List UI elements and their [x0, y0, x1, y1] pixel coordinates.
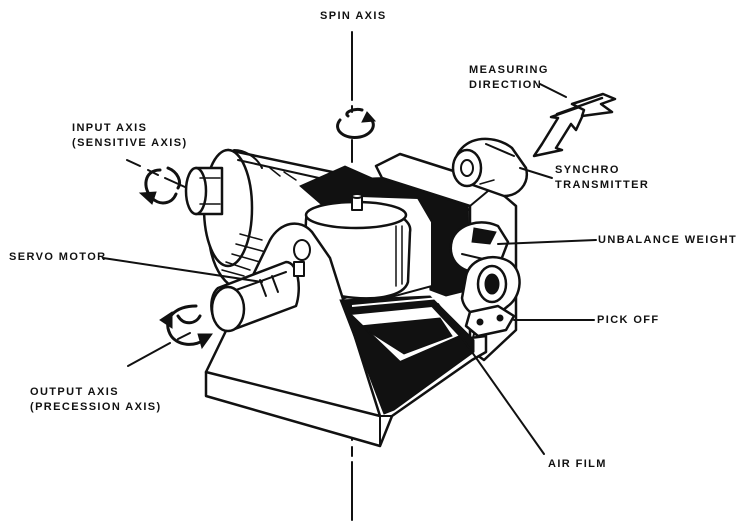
input-rotation-arrow-icon: [138, 166, 182, 205]
air-film-label: AIR FILM: [548, 458, 607, 470]
unbalance-weight-label: UNBALANCE WEIGHT: [598, 234, 738, 246]
synchro-transmitter-label-line1: SYNCHRO: [555, 164, 620, 176]
output-axis-label-line1: OUTPUT AXIS: [30, 386, 119, 398]
output-rotation-arrow-icon: [159, 304, 213, 350]
synchro-transmitter-label-line2: TRANSMITTER: [555, 179, 650, 191]
output-axis-line: [127, 332, 191, 367]
measuring-direction-arrow-icon: [532, 92, 617, 158]
input-axis-label-line1: INPUT AXIS: [72, 122, 148, 134]
pick-off-label: PICK OFF: [597, 314, 660, 326]
measuring-direction-label-line2: DIRECTION: [469, 79, 543, 91]
spin-rotation-arrow-icon: [336, 108, 377, 140]
pick-off-assembly: [460, 256, 521, 338]
measuring-direction-leader: [539, 83, 567, 98]
output-axis-label-line2: (PRECESSION AXIS): [30, 401, 162, 413]
spin-axis-label: SPIN AXIS: [320, 10, 387, 22]
servo-motor-label: SERVO MOTOR: [9, 251, 107, 263]
servo-motor: [210, 260, 305, 333]
cutaway-interior: [299, 165, 471, 302]
input-axis-label-line2: (SENSITIVE AXIS): [72, 137, 188, 149]
input-axis-stub: [184, 166, 224, 216]
measuring-direction-label-line1: MEASURING: [469, 64, 549, 76]
leader-lines: [102, 167, 597, 455]
synchro-transmitter: [451, 137, 529, 198]
trunnion-base: [204, 222, 488, 448]
